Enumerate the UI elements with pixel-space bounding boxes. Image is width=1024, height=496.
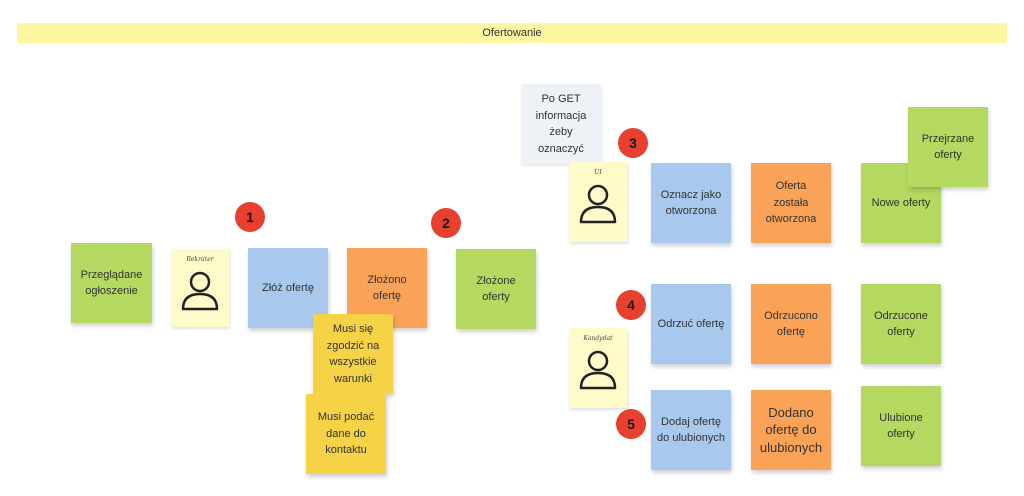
policy-musi-podac-dane[interactable]: Musi podać dane do kontaktu: [306, 394, 386, 474]
actor-role-label: Rekruter: [186, 256, 214, 263]
actor-role-label: Kandydat: [583, 335, 613, 342]
note-po-get[interactable]: Po GET informacja żeby oznaczyć: [521, 84, 601, 164]
step-badge-5: 5: [616, 409, 646, 439]
step-badge-1: 1: [235, 202, 265, 232]
actor-rekruter[interactable]: Rekruter: [171, 249, 229, 327]
readmodel-przejrzane-oferty[interactable]: Przejrzane oferty: [908, 107, 988, 187]
event-odrzucono-oferte[interactable]: Odrzucono ofertę: [751, 284, 831, 364]
command-oznacz-jako-otworzona[interactable]: Oznacz jako otworzona: [651, 163, 731, 243]
step-badge-2: 2: [431, 208, 461, 238]
event-dodano-do-ulubionych[interactable]: Dodano ofertę do ulubionych: [751, 390, 831, 470]
note-przegladane-ogloszenie[interactable]: Przeglądane ogłoszenie: [71, 243, 152, 323]
event-oferta-otworzona[interactable]: Oferta została otworzona: [751, 163, 831, 243]
swimlane-banner: Ofertowanie: [17, 23, 1007, 43]
policy-musi-sie-zgodzic[interactable]: Musi się zgodzić na wszystkie warunki: [313, 314, 393, 394]
command-dodaj-do-ulubionych[interactable]: Dodaj ofertę do ulubionych: [651, 390, 731, 470]
person-icon: [579, 184, 617, 224]
readmodel-odrzucone-oferty[interactable]: Odrzucone oferty: [861, 284, 941, 364]
command-zloz-oferte[interactable]: Złóż ofertę: [248, 248, 328, 328]
actor-ui[interactable]: UI: [569, 162, 627, 242]
actor-kandydat[interactable]: Kandydat: [569, 328, 627, 408]
actor-role-label: UI: [594, 169, 602, 176]
step-badge-4: 4: [616, 290, 646, 320]
command-odrzuc-oferte[interactable]: Odrzuć ofertę: [651, 284, 731, 364]
person-icon: [181, 271, 219, 311]
readmodel-zlozone-oferty[interactable]: Złożone oferty: [456, 249, 536, 329]
step-badge-3: 3: [618, 128, 648, 158]
readmodel-ulubione-oferty[interactable]: Ulubione oferty: [861, 386, 941, 466]
person-icon: [579, 350, 617, 390]
